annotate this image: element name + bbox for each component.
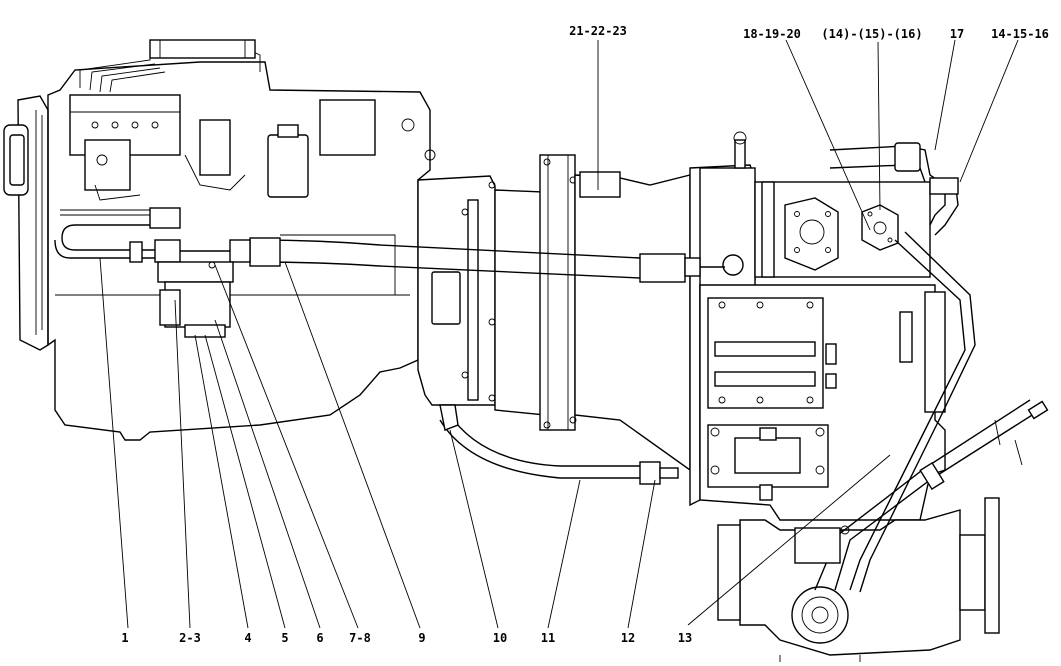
callout-17: 17	[950, 27, 964, 41]
transmission-assembly	[689, 131, 1049, 662]
callout-21-22-23: 21-22-23	[569, 24, 627, 38]
callout-10: 10	[493, 631, 507, 645]
callout-11: 11	[541, 631, 555, 645]
callout-7-8: 7-8	[349, 631, 371, 645]
callout-18-19-20: 18-19-20	[743, 27, 801, 41]
engine-assembly	[3, 39, 436, 441]
callout-13: 13	[678, 631, 692, 645]
callout-12: 12	[621, 631, 635, 645]
callout-9: 9	[418, 631, 425, 645]
callout-14-15-16: 14-15-16	[991, 27, 1049, 41]
callout-4: 4	[244, 631, 251, 645]
callout-5: 5	[281, 631, 288, 645]
callout-14-15-16-paren: (14)-(15)-(16)	[821, 27, 922, 41]
callout-1: 1	[121, 631, 128, 645]
callout-6: 6	[316, 631, 323, 645]
hose-lines	[54, 142, 976, 593]
converter-housing	[417, 154, 691, 472]
callout-2-3: 2-3	[179, 631, 201, 645]
leader-lines	[99, 39, 1019, 629]
